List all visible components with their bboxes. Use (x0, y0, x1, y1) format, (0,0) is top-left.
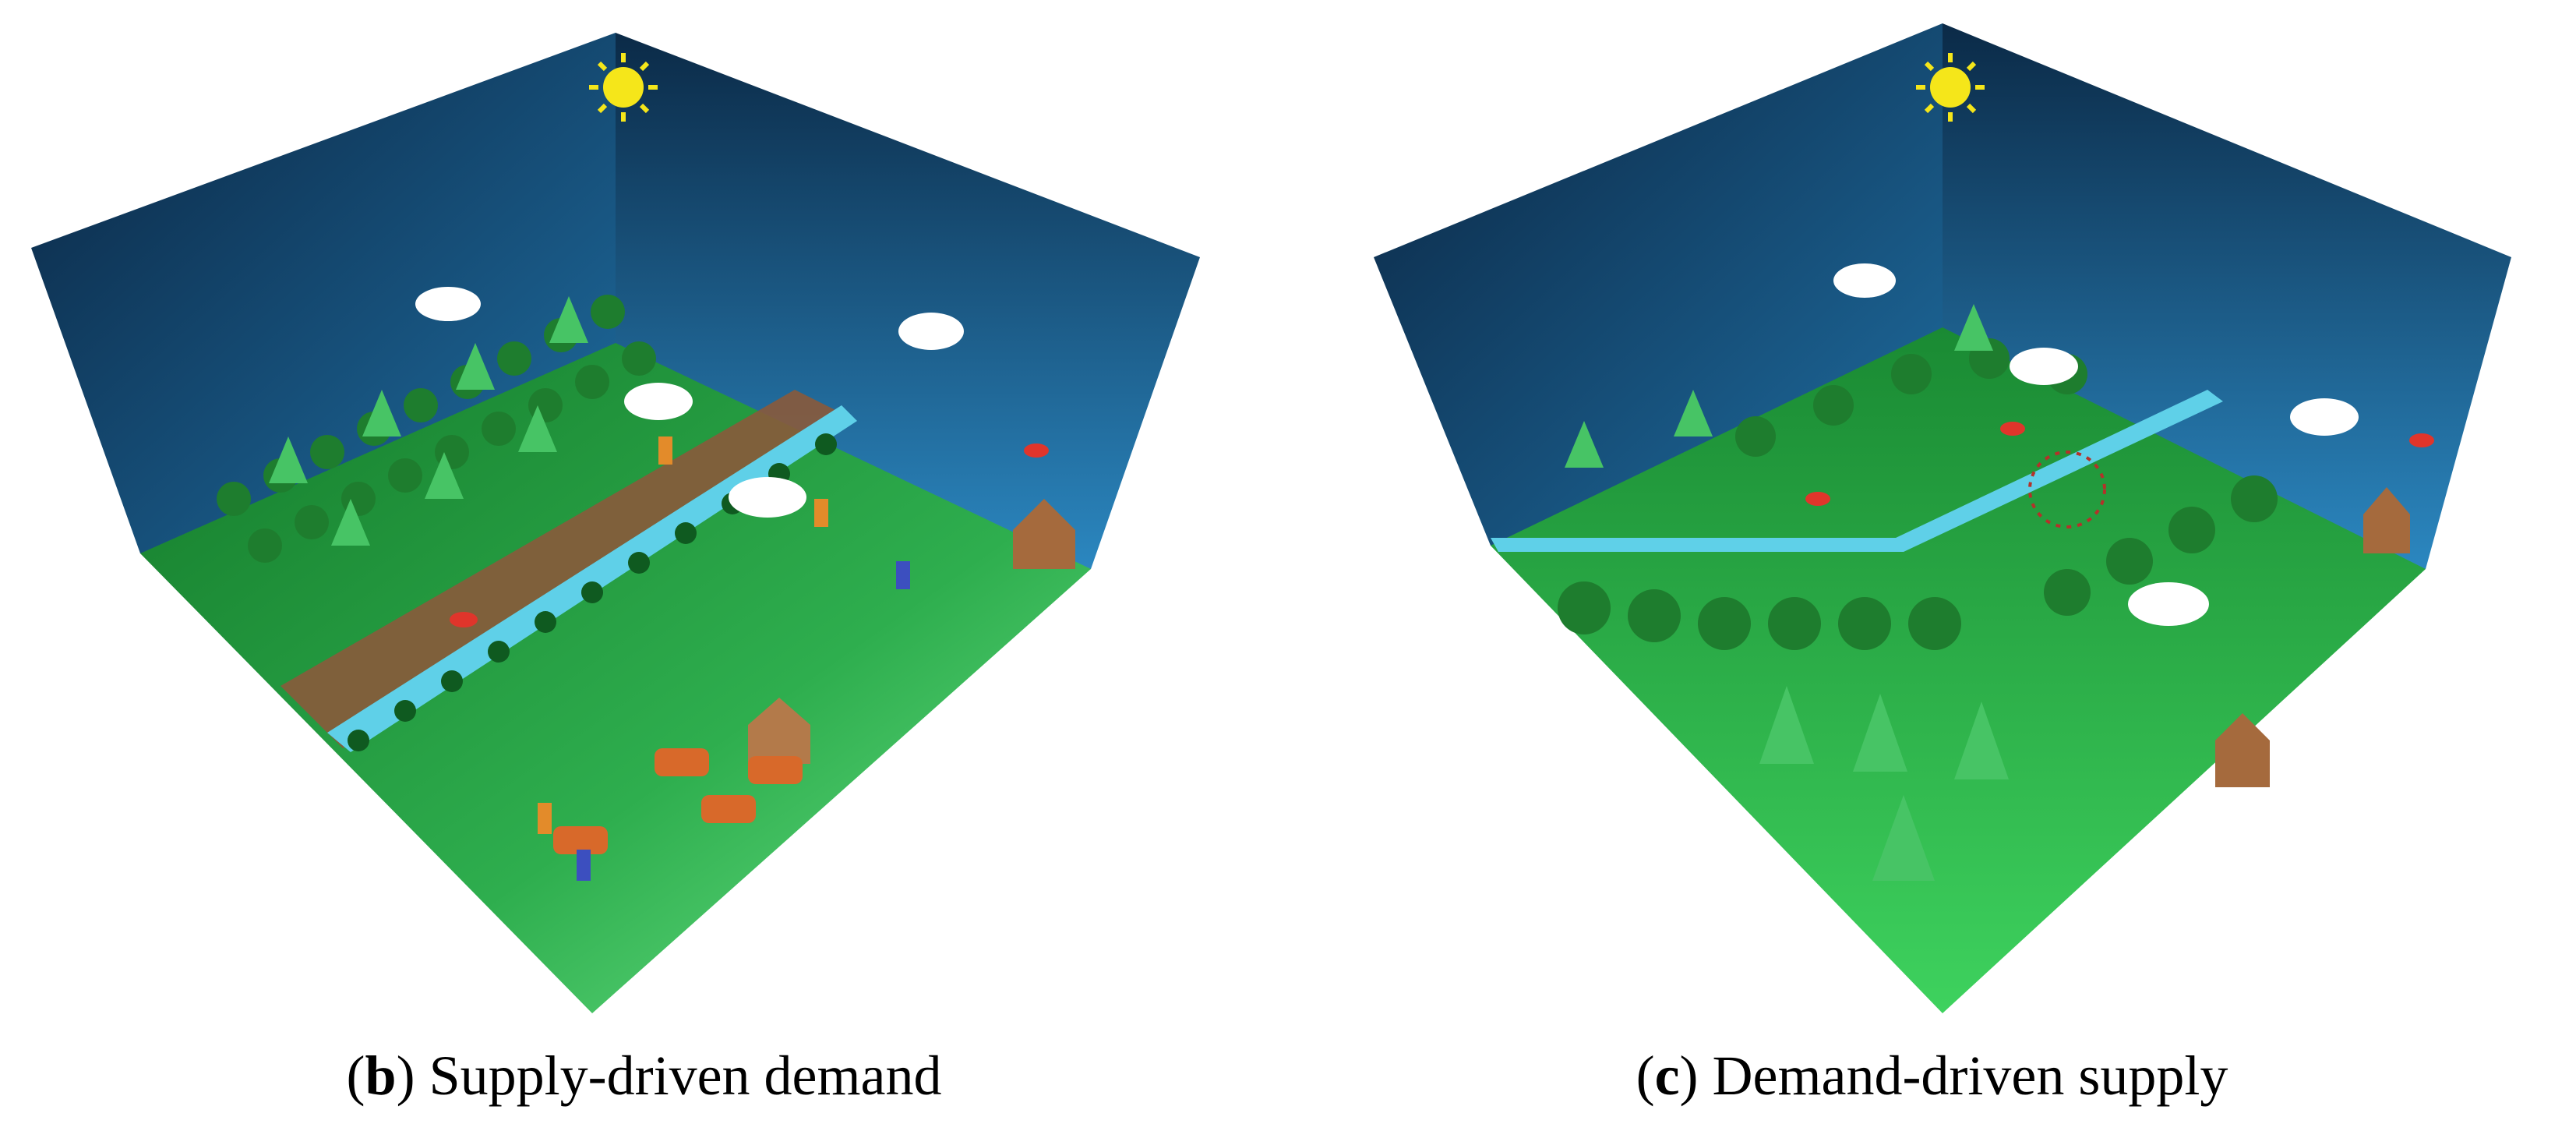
cloud-icon (415, 287, 964, 518)
scene-b-illustration (31, 33, 1200, 1013)
ring (2028, 451, 2106, 528)
river-icon (327, 405, 857, 752)
caption-b-text: Supply-driven demand (429, 1044, 942, 1107)
barn-icon (748, 499, 1075, 764)
ground-floor (1491, 327, 2426, 1013)
mushroom-icon (450, 444, 1049, 627)
farmer-icon-2 (577, 561, 910, 881)
pines (1565, 304, 2009, 881)
cloud-icon (1833, 263, 2359, 626)
pines (269, 296, 588, 546)
sun-icon (589, 53, 658, 122)
farmer-icon (538, 436, 828, 834)
caption-b: (b) Supply-driven demand (346, 1044, 942, 1107)
mushroom-icon (1805, 422, 2434, 506)
scene-c-illustration (1374, 23, 2511, 1013)
sun-icon (1916, 53, 1985, 122)
caption-c: (c) Demand-driven supply (1636, 1044, 2228, 1107)
barn-icon (2215, 487, 2410, 787)
caption-c-letter: c (1654, 1044, 1680, 1107)
cow-icon (553, 748, 803, 854)
caption-c-text: Demand-driven supply (1712, 1044, 2228, 1107)
ground-floor (140, 343, 1091, 1013)
soil-strip (281, 390, 842, 748)
caption-b-letter: b (365, 1044, 397, 1107)
scene-b: (b) Supply-driven demand (31, 33, 1200, 1107)
forest (1558, 338, 2278, 650)
scene-c: (c) Demand-driven supply (1288, 0, 2576, 1138)
